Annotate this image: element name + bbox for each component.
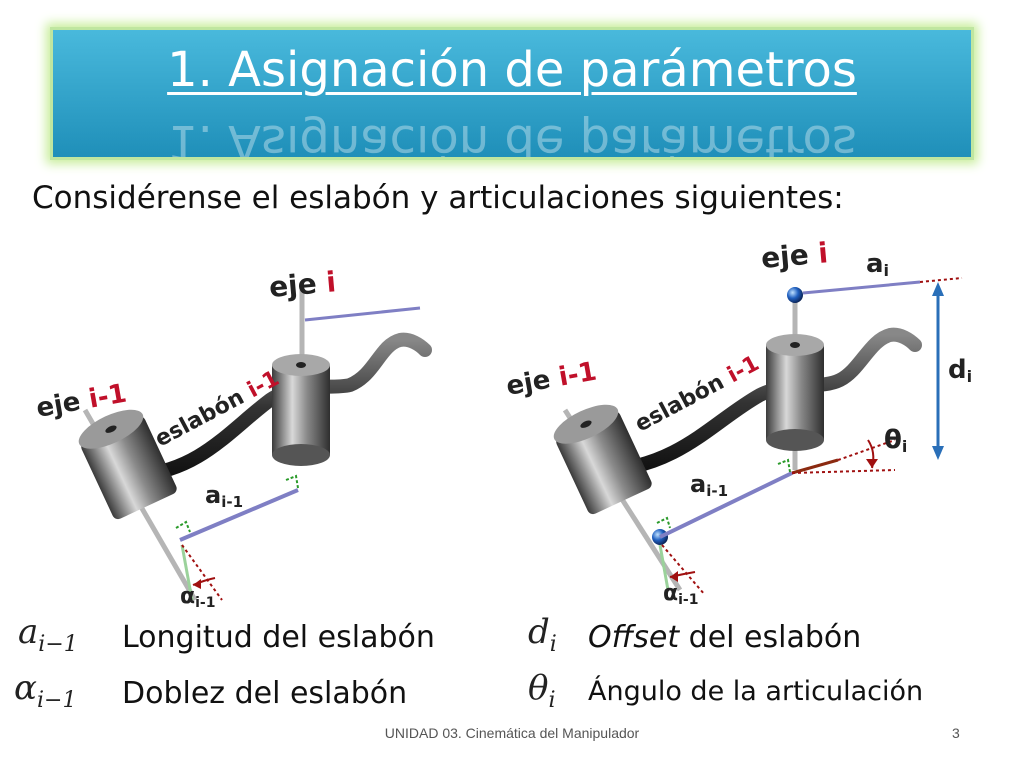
d-i-label: di [948, 355, 972, 386]
page-number: 3 [952, 725, 960, 741]
a-i-dotted-extension [919, 277, 963, 283]
alpha-dotted-line [181, 544, 223, 601]
theta-x-prev-line [791, 458, 839, 475]
footer-text: UNIDAD 03. Cinemática del Manipulador [384, 725, 640, 741]
eje-i-label-left: eje i [268, 265, 338, 304]
eje-prev-label-right: eje i-1 [504, 357, 599, 402]
cylinder-prev [553, 404, 652, 515]
right-angle-mark-2 [777, 458, 791, 473]
legend-text-link-offset: Offset del eslabón [588, 620, 862, 655]
cylinder-i [272, 354, 330, 466]
legend-symbol-d-i: di [528, 612, 557, 657]
eje-i-label-right: eje i [760, 236, 830, 275]
link-tube [133, 332, 432, 482]
legend-text-link-twist: Doblez del eslabón [122, 676, 408, 711]
alpha-dotted-line [661, 544, 706, 596]
alpha-prev-label-right: αi-1 [663, 581, 698, 608]
theta-i-label: θi [884, 425, 907, 456]
legend-symbol-theta-i: θi [528, 668, 556, 713]
a-i-line [802, 280, 921, 295]
cylinder-i [766, 334, 824, 451]
joint-origin-i [787, 287, 803, 303]
a-i-line [304, 306, 421, 322]
alpha-arrowhead [193, 579, 201, 589]
legend-text-link-length: Longitud del eslabón [122, 620, 435, 655]
a-prev-label-left: ai-1 [205, 481, 243, 511]
d-i-arrowhead-top [932, 282, 944, 296]
theta-x-i-dotted [791, 469, 896, 474]
slide-subtitle: Considérense el eslabón y articulaciones… [32, 180, 844, 216]
common-normal-line [659, 471, 793, 539]
right-angle-mark-1 [656, 516, 671, 529]
common-normal-line [179, 488, 299, 542]
legend-text-joint-angle: Ángulo de la articulación [588, 676, 924, 707]
alpha-ref-line [658, 544, 670, 591]
alpha-arrowhead [670, 571, 678, 582]
cylinder-prev [78, 409, 177, 520]
link-label-right: eslabón i-1 [631, 351, 763, 437]
a-prev-label-right: ai-1 [690, 470, 728, 500]
alpha-ref-line [180, 544, 194, 601]
title-banner: 1. Asignación de parámetros 1. Asignació… [50, 27, 974, 160]
theta-arrowhead [866, 459, 878, 468]
legend-symbol-alpha-prev: αi−1 [14, 668, 77, 713]
right-angle-mark-1 [175, 520, 191, 533]
right-angle-mark-2 [285, 474, 299, 489]
legend-symbol-a-prev: ai−1 [18, 612, 78, 657]
d-i-arrowhead-bottom [932, 446, 944, 460]
a-i-label: ai [866, 249, 889, 280]
slide-title: 1. Asignación de parámetros [167, 42, 857, 98]
theta-dotted-line [837, 439, 896, 461]
alpha-prev-label-left: αi-1 [180, 584, 215, 611]
